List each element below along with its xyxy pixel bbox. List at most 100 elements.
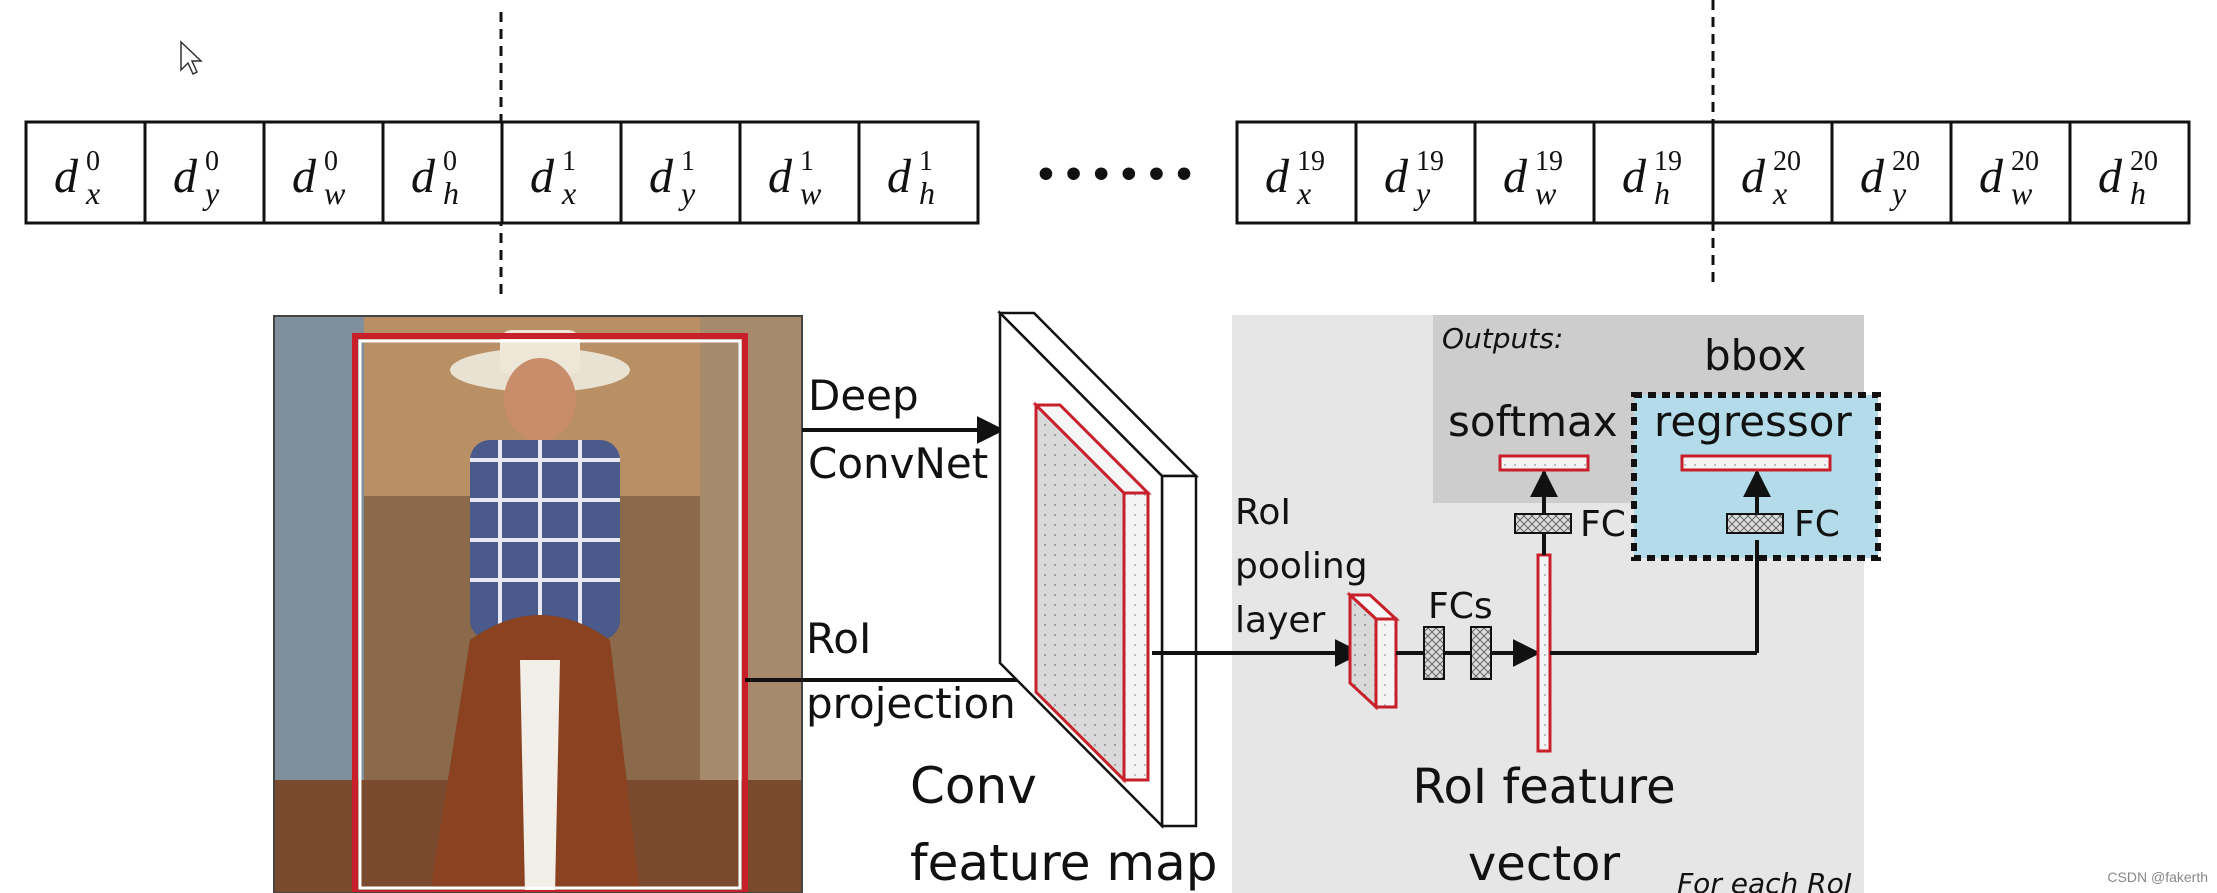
softmax-output-bar: [1498, 454, 1590, 472]
cell-subscript: w: [2011, 175, 2033, 211]
cell-superscript: 20: [1773, 146, 1801, 177]
roi-feature-label-1: RoI feature: [1412, 759, 1675, 815]
cell-subscript: y: [678, 175, 696, 211]
cell-subscript: y: [202, 175, 220, 211]
cell-border: [24, 120, 147, 225]
cell-base: d: [1979, 150, 2004, 203]
fc-block-2: [1470, 626, 1492, 680]
conv-feature-map: [996, 309, 1200, 830]
cell-superscript: 1: [919, 146, 933, 177]
cell-border: [2068, 120, 2191, 225]
bbox-label: bbox: [1704, 331, 1807, 380]
cell-border: [619, 120, 742, 225]
bbox-regressor-dotted-border: [1631, 392, 1881, 561]
cell-subscript: h: [443, 175, 459, 211]
cell-base: d: [530, 150, 555, 203]
cell-superscript: 1: [562, 146, 576, 177]
cell-border: [381, 120, 504, 225]
cell-superscript: 0: [86, 146, 100, 177]
cell-subscript: h: [2130, 175, 2146, 211]
watermark: CSDN @fakerth: [2107, 869, 2208, 885]
for-each-roi-label: For each RoI: [1677, 867, 1852, 893]
mouse-cursor-icon: [180, 40, 203, 76]
fcs-label: FCs: [1428, 586, 1493, 627]
bbox-fc-block: [1726, 513, 1784, 534]
cell-base: d: [54, 150, 79, 203]
cell-subscript: x: [1772, 175, 1787, 211]
cell-superscript: 20: [2130, 146, 2158, 177]
roi-pooling-label-3: layer: [1235, 600, 1326, 641]
cell-superscript: 19: [1297, 146, 1325, 177]
roi-feature-vector-bar: [1536, 553, 1552, 753]
cell-base: d: [292, 150, 317, 203]
cell-base: d: [1384, 150, 1409, 203]
cell-border: [143, 120, 266, 225]
cell-subscript: w: [324, 175, 346, 211]
roi-feature-label-2: vector: [1468, 836, 1621, 892]
cell-superscript: 0: [205, 146, 219, 177]
roi-projection-label-1: RoI: [806, 614, 871, 663]
fc-right-label: FC: [1794, 504, 1840, 545]
cell-superscript: 1: [800, 146, 814, 177]
softmax-label: softmax: [1448, 397, 1618, 446]
cell-superscript: 20: [2011, 146, 2039, 177]
cell-base: d: [768, 150, 793, 203]
bbox-output-bar: [1680, 454, 1832, 472]
cell-subscript: w: [800, 175, 822, 211]
cell-subscript: x: [85, 175, 100, 211]
cell-base: d: [411, 150, 436, 203]
cell-superscript: 19: [1416, 146, 1444, 177]
convnet-label: ConvNet: [808, 439, 988, 488]
roi-projection-label-2: projection: [806, 679, 1016, 728]
cell-subscript: y: [1413, 175, 1431, 211]
feature-map-label: feature map: [910, 834, 1218, 892]
roi-pooling-label-1: RoI: [1235, 492, 1291, 533]
cell-border: [1949, 120, 2072, 225]
cell-base: d: [1860, 150, 1885, 203]
deep-label: Deep: [808, 371, 919, 420]
cell-superscript: 1: [681, 146, 695, 177]
cell-base: d: [173, 150, 198, 203]
cell-border: [1473, 120, 1596, 225]
cell-subscript: x: [1296, 175, 1311, 211]
fc-block-1: [1423, 626, 1445, 680]
cell-base: d: [1265, 150, 1290, 203]
cell-subscript: h: [1654, 175, 1670, 211]
pooled-feature-block: [1346, 591, 1400, 711]
cell-superscript: 20: [1892, 146, 1920, 177]
roi-pooling-label-2: pooling: [1235, 546, 1368, 587]
cell-superscript: 19: [1535, 146, 1563, 177]
cell-border: [1592, 120, 1715, 225]
regressor-label: regressor: [1654, 397, 1852, 446]
cell-border: [738, 120, 861, 225]
cell-superscript: 0: [324, 146, 338, 177]
cell-superscript: 19: [1654, 146, 1682, 177]
cell-base: d: [1741, 150, 1766, 203]
fc-left-label: FC: [1580, 504, 1626, 545]
softmax-fc-block: [1514, 513, 1572, 534]
cell-subscript: x: [561, 175, 576, 211]
conv-label: Conv: [910, 757, 1037, 815]
cell-base: d: [649, 150, 674, 203]
ellipsis: • • • • • •: [1038, 149, 1192, 198]
cell-border: [857, 120, 980, 225]
cell-subscript: w: [1535, 175, 1557, 211]
input-photo: [273, 315, 803, 893]
cell-base: d: [2098, 150, 2123, 203]
cell-subscript: y: [1889, 175, 1907, 211]
